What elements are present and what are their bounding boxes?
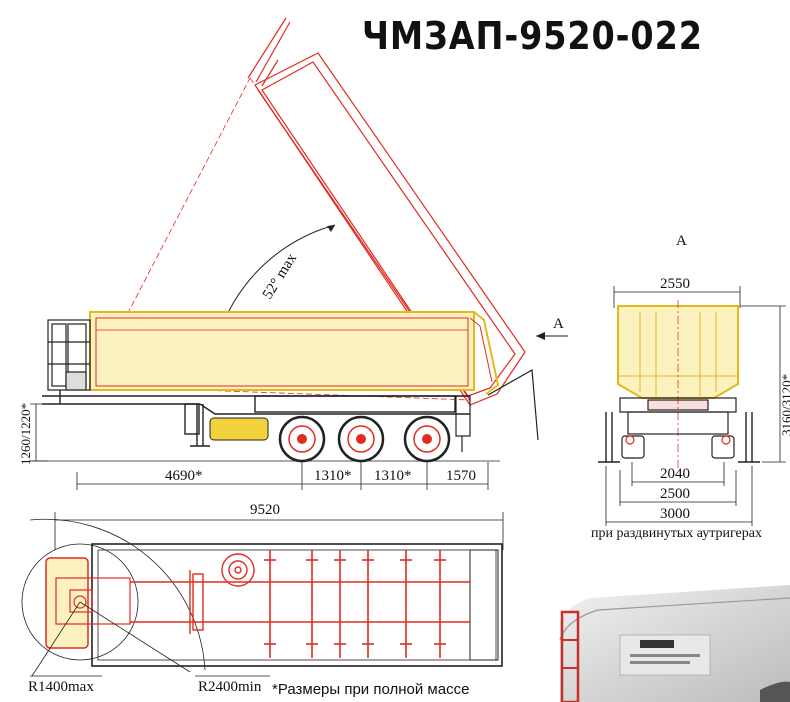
- rear-chassis: [619, 397, 737, 459]
- view-marker-a: A: [553, 316, 564, 332]
- chassis-frame: [42, 390, 470, 435]
- rear-top-width-dimension: [613, 286, 741, 308]
- outriggers: [598, 412, 760, 463]
- tool-box: [209, 417, 269, 441]
- angle-arrow: [327, 225, 335, 232]
- wheel-1: [278, 415, 326, 463]
- radius-leader-front: [31, 601, 81, 677]
- view-marker-arrow: [536, 332, 545, 340]
- footnote: *Размеры при полной массе: [272, 681, 470, 698]
- top-axles: [264, 550, 446, 658]
- wheel-2: [337, 415, 385, 463]
- landing-gear: [190, 404, 210, 447]
- length-dimensions: [76, 462, 489, 490]
- front-platform: [47, 319, 91, 391]
- wheels: [278, 415, 451, 463]
- height-dimension: [30, 403, 48, 462]
- dim-1570: 1570: [446, 468, 476, 484]
- dim-4690: 4690*: [165, 468, 203, 484]
- dim-1310-b: 1310*: [374, 468, 412, 484]
- track-width-label: 2040: [660, 466, 690, 482]
- overall-length-label: 9520: [250, 502, 280, 518]
- lowered-body: [89, 311, 500, 395]
- top-frame-rails: [130, 553, 470, 634]
- rear-top-width-label: 2550: [660, 276, 690, 292]
- outrigger-caption: при раздвинутых аутригерах: [591, 526, 762, 541]
- radius-rear-label: R2400min: [198, 679, 262, 695]
- rear-view-label: A: [676, 233, 687, 249]
- tilt-angle-label: 52° max: [260, 250, 301, 302]
- rear-height-label: 3160/3120*: [779, 374, 790, 436]
- rear-view: A 2550: [598, 233, 790, 526]
- page-title: ЧМЗАП-9520-022: [362, 14, 703, 58]
- dim-1310-a: 1310*: [314, 468, 352, 484]
- rear-bumper: [455, 395, 471, 452]
- top-front-platform: [45, 557, 131, 649]
- rear-body: [617, 300, 739, 470]
- overall-length-dimension: [54, 512, 504, 550]
- rear-width-dimensions: [605, 462, 753, 526]
- product-photo-fragment: [540, 570, 790, 702]
- top-view: 9520: [21, 502, 504, 695]
- outrigger-width-label: 3000: [660, 506, 690, 522]
- wheel-3: [403, 415, 451, 463]
- rear-height-dimension: [740, 305, 786, 463]
- turn-circle-front: [21, 543, 139, 661]
- height-label: 1260/1220*: [18, 403, 33, 465]
- radius-leader-rear: [79, 601, 191, 673]
- turn-circle-rear: [29, 518, 206, 671]
- tailgate-open: [487, 369, 539, 441]
- radius-front-label: R1400max: [28, 679, 94, 695]
- axle-width-label: 2500: [660, 486, 690, 502]
- side-view: 52° max: [18, 17, 568, 490]
